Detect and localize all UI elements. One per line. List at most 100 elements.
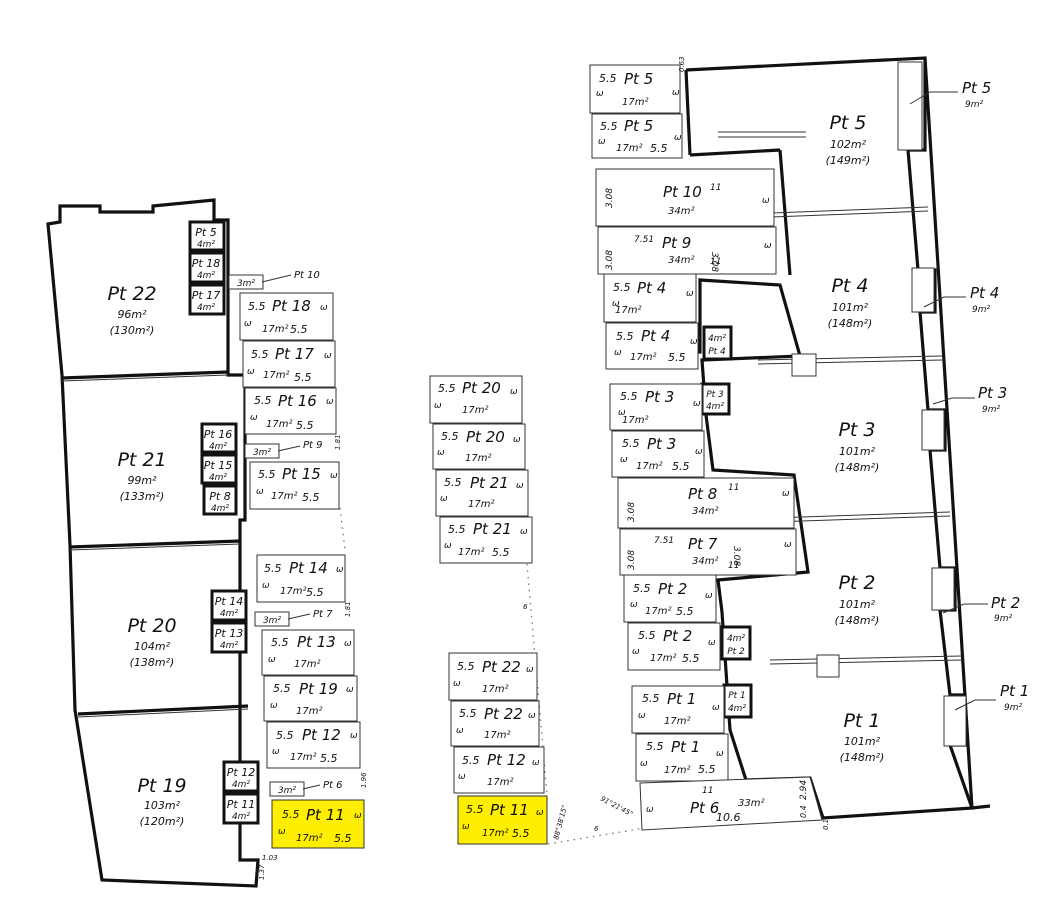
storage-outline — [720, 625, 752, 661]
dimension: 1.96 — [360, 772, 368, 788]
bay-outline — [457, 795, 548, 845]
lot-area-total: (148m²) — [828, 317, 873, 330]
bay-width: 5.5 — [282, 808, 300, 821]
bay-lot: Pt 11 — [306, 806, 345, 824]
strip-area: 3m² — [278, 786, 296, 796]
bay-width: 5.5 — [320, 752, 338, 765]
leader-line — [277, 445, 301, 452]
bay-outline — [635, 733, 729, 782]
parking-bay: 5.5 Pt 3 17m² — [609, 383, 703, 431]
parking-bay-highlighted[interactable]: 5.5 Pt 11 17m² 5.5 — [271, 799, 365, 849]
party-wall — [769, 659, 963, 665]
bay-area: 34m² — [668, 255, 694, 266]
parking-bay-highlighted[interactable]: 5.5 Pt 11 17m² 5.5 — [457, 795, 548, 845]
storage-area: 4m² — [209, 442, 227, 452]
lot-area: 101m² — [844, 735, 881, 748]
bay-width: 5.5 — [650, 142, 668, 155]
wall — [689, 148, 781, 157]
bay-outline — [239, 292, 334, 341]
bay-lot: Pt 4 — [637, 279, 666, 297]
bay-lot: Pt 5 — [624, 117, 653, 135]
bay-width: 5.5 — [672, 460, 690, 473]
party-wall — [69, 539, 241, 549]
omega-mark: ω — [326, 397, 334, 407]
storage-box: 4m² Pt 4 — [702, 325, 733, 361]
bay-width: 5.5 — [444, 476, 462, 489]
storage-area: 4m² — [197, 240, 215, 250]
lot-label: Pt 3 — [838, 419, 875, 441]
bay-width: 5.5 — [273, 682, 291, 695]
parking-bay: 5.5 Pt 15 17m² 5.5 — [249, 461, 340, 510]
bay-area: 17m² — [482, 828, 508, 839]
parking-bay: 5.5 Pt 18 17m² 5.5 — [239, 292, 334, 341]
lot-label: Pt 19 — [137, 775, 186, 797]
bay-area: 33m² — [738, 798, 764, 809]
parking-bay: 5.5 Pt 22 17m² — [448, 652, 538, 701]
lot-area-total: (133m²) — [120, 490, 165, 503]
bay-lot: Pt 9 — [662, 234, 691, 252]
storage-box: 4m² Pt 2 — [720, 625, 752, 661]
bay-width: 5.5 — [512, 827, 530, 840]
storage-lot: Pt 11 — [227, 798, 255, 811]
omega-mark: ω — [528, 711, 536, 721]
bay-outline — [271, 799, 365, 849]
bay-lot: Pt 1 — [671, 738, 700, 756]
balcony-lot: Pt 5 — [962, 79, 991, 97]
balcony-area: 9m² — [965, 100, 983, 110]
bay-area: 17m² — [458, 547, 484, 558]
storage-box: Pt 3 4m² — [700, 382, 731, 416]
balcony-lot: Pt 3 — [978, 384, 1007, 402]
storage-box: Pt 14 4m² — [210, 589, 248, 622]
parking-bay: 5.5 Pt 12 17m² 5.5 — [266, 721, 361, 769]
outer-wall — [923, 57, 974, 809]
bay-area: 17m² — [296, 833, 322, 844]
omega-mark: ω — [526, 665, 534, 675]
bay-area: 17m² — [290, 752, 316, 763]
bay-outline — [589, 64, 681, 114]
storage-lot: Pt 2 — [727, 647, 745, 657]
leader-line — [287, 613, 311, 620]
bay-lot: Pt 7 — [688, 535, 718, 553]
bay-lot: Pt 10 — [663, 183, 702, 201]
bay-width: 5.5 — [462, 754, 480, 767]
bay-lot: Pt 3 — [645, 388, 674, 406]
bay-lot: Pt 21 — [470, 474, 509, 492]
lot-area-total: (120m²) — [140, 815, 185, 828]
storage-area: 4m² — [211, 504, 229, 514]
balcony-lot: Pt 2 — [991, 594, 1020, 612]
bay-width: 5.5 — [258, 468, 276, 481]
storage-lot: Pt 3 — [706, 390, 724, 400]
bay-outline — [439, 516, 533, 564]
parking-bay: 5.5 Pt 4 17m² — [603, 273, 697, 323]
lot-label: Pt 2 — [838, 572, 875, 594]
bay-area: 17m² — [615, 305, 641, 316]
bay-outline — [453, 746, 545, 794]
storage-area: 4m² — [209, 473, 227, 483]
omega-mark: ω — [434, 401, 442, 411]
bay-width: 5.5 — [254, 394, 272, 407]
storage-lot: Pt 8 — [209, 490, 230, 503]
left-building: Pt 22 96m² (130m²) Pt 21 99m² (133m²) Pt… — [46, 198, 368, 888]
omega-mark: ω — [272, 747, 280, 757]
omega-mark: ω — [324, 351, 332, 361]
omega-mark: ω — [532, 758, 540, 768]
omega-mark: ω — [268, 655, 276, 665]
party-wall — [77, 708, 249, 718]
bay-width: 5.5 — [448, 523, 466, 536]
omega-mark: ω — [712, 703, 720, 713]
bay-width: 5.5 — [296, 419, 314, 432]
omega-mark: ω — [764, 241, 772, 251]
bay-dim: 7.51 — [634, 235, 654, 245]
bay-dim: 11 — [728, 561, 739, 571]
parking-lot-34: 7.51 Pt 9 34m² 11 3.08 3.08 — [597, 226, 777, 275]
storage-lot: Pt 13 — [215, 627, 243, 640]
bay-area: 17m² — [482, 684, 508, 695]
lot-label: Pt 21 — [117, 449, 166, 471]
parking-bay: 5.5 Pt 5 17m² 5.5 — [591, 113, 683, 159]
dimension: 1.81 — [344, 601, 352, 617]
leader-line — [261, 274, 292, 283]
bay-area: 34m² — [692, 506, 718, 517]
bay-width: 5.5 — [620, 390, 638, 403]
right-building: Pt 5 102m² (149m²) Pt 4 101m² (148m²) Pt… — [589, 56, 1029, 831]
leader-line — [932, 397, 953, 405]
